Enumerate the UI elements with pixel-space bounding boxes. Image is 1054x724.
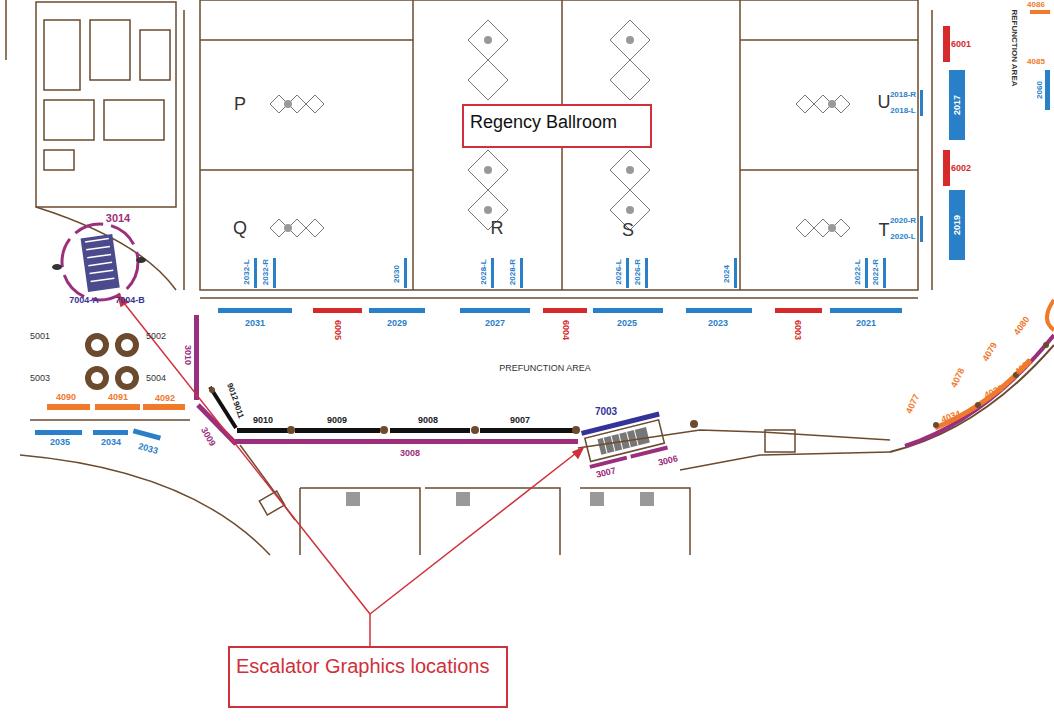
map-label: 4077 xyxy=(905,393,922,415)
map-label: 9011 xyxy=(231,400,244,419)
map-label: 2018-R xyxy=(890,91,916,99)
map-label: 9008 xyxy=(418,416,438,425)
map-label: 6002 xyxy=(951,164,971,173)
map-label: 2032-R xyxy=(262,259,270,285)
map-label: P xyxy=(234,95,246,113)
map-label: 2034 xyxy=(101,438,121,447)
map-label: 2020-R xyxy=(890,217,916,225)
map-label: 2035 xyxy=(50,438,70,447)
map-label: 9007 xyxy=(510,416,530,425)
map-label: 4078 xyxy=(950,367,967,389)
map-label: 2032-L xyxy=(243,259,251,284)
room-callout-box: Regency Ballroom xyxy=(462,104,652,148)
map-label: 4090 xyxy=(56,393,76,402)
map-label: 2026-L xyxy=(615,259,623,284)
note-box: Escalator Graphics locations xyxy=(228,646,508,708)
map-label: 2029 xyxy=(387,319,407,328)
map-label: 4085 xyxy=(1027,58,1045,66)
box-text: Regency Ballroom xyxy=(470,112,644,134)
map-label: S xyxy=(622,221,634,239)
map-label: T xyxy=(879,221,890,239)
map-label: 2022-R xyxy=(872,259,880,285)
map-label: 2026-R xyxy=(634,259,642,285)
map-label: 4086 xyxy=(1027,1,1045,9)
map-label: 3014 xyxy=(106,213,130,224)
map-label: 4092 xyxy=(155,394,175,403)
map-label: 4080 xyxy=(1013,315,1032,337)
map-label: 2030 xyxy=(393,265,401,283)
map-label: 2025 xyxy=(617,319,637,328)
map-label: REFUNCTION AREA xyxy=(1010,9,1018,86)
map-label: 4079 xyxy=(981,341,999,363)
map-label: 7004-A xyxy=(69,296,99,305)
map-label: 6005 xyxy=(333,320,342,340)
map-label: 6004 xyxy=(561,320,570,340)
map-label: 3010 xyxy=(183,345,192,365)
map-label: U xyxy=(878,93,891,111)
map-label: 5004 xyxy=(146,374,166,383)
map-label: 2028-L xyxy=(480,259,488,284)
map-label: 3006 xyxy=(657,454,679,468)
map-label: 2023 xyxy=(708,319,728,328)
map-label: 3008 xyxy=(400,449,420,458)
map-label: 5002 xyxy=(146,332,166,341)
map-label: 9009 xyxy=(327,416,347,425)
map-label: 2020-L xyxy=(890,233,915,241)
map-label: 5003 xyxy=(30,374,50,383)
map-label: 2028-R xyxy=(509,259,517,285)
map-label: 9010 xyxy=(253,416,273,425)
map-label: 2024 xyxy=(723,265,731,283)
map-label: 5001 xyxy=(30,332,50,341)
map-label: 2022-L xyxy=(854,259,862,284)
map-label: 4032 xyxy=(1013,357,1034,377)
map-label: R xyxy=(491,219,504,237)
map-label: 2033 xyxy=(137,442,159,456)
map-label: PREFUNCTION AREA xyxy=(499,364,591,373)
map-label: 7004-B xyxy=(115,296,145,305)
map-label: 2017 xyxy=(953,95,962,115)
map-label: 2018-L xyxy=(890,107,915,115)
map-label: 2031 xyxy=(245,319,265,328)
map-label: 4091 xyxy=(108,393,128,402)
map-label: 9012 xyxy=(225,382,239,401)
map-label: 2027 xyxy=(485,319,505,328)
box-text: Escalator Graphics locations xyxy=(236,654,500,678)
map-label: Q xyxy=(233,219,247,237)
map-label: 7003 xyxy=(595,407,617,417)
map-label: 6001 xyxy=(951,40,971,49)
map-label: 6003 xyxy=(793,320,802,340)
map-label: 2019 xyxy=(953,215,962,235)
map-label: 3007 xyxy=(595,466,617,480)
map-label: 2021 xyxy=(856,319,876,328)
map-label: 2060 xyxy=(1036,81,1044,99)
map-label: 3009 xyxy=(199,426,217,448)
